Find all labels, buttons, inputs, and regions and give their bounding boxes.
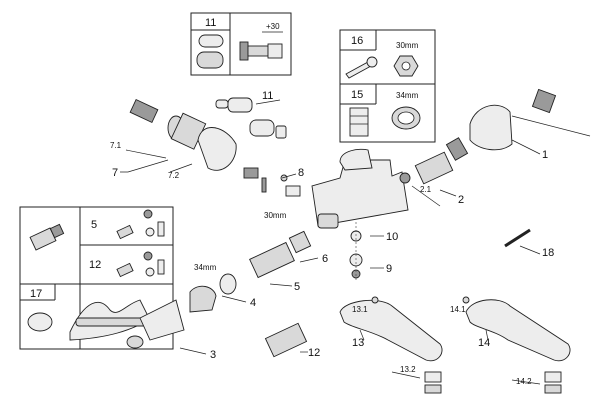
flow-handle-assembly [414, 88, 591, 185]
callout-8: 8 [298, 167, 304, 179]
callout-6: 6 [322, 253, 328, 265]
spout-14 [462, 296, 571, 394]
inset-label-11: 11 [205, 17, 216, 29]
mounting-rod [504, 228, 531, 248]
callout-14-2: 14.2 [516, 377, 532, 386]
cartridge-icon [349, 107, 369, 137]
callout-7-1: 7.1 [110, 141, 122, 150]
nut-icon [393, 55, 419, 77]
lower-cartridges [126, 230, 312, 358]
wrench-icon [345, 56, 378, 79]
valve-parts-icon-b [116, 251, 165, 278]
inset-box-extension: 11 +30 [190, 12, 292, 76]
extension-section-icon [239, 31, 283, 61]
callout-1: 1 [542, 149, 548, 161]
callout-18: 18 [542, 247, 554, 259]
small-fittings [261, 174, 301, 197]
ring-icon [391, 106, 421, 130]
callout-11: 11 [262, 90, 273, 102]
valve-parts-icon-a [116, 209, 165, 240]
callout-10: 10 [386, 231, 398, 243]
cleaning-hand-icon [69, 299, 151, 341]
inset-box-spares: 5 12 17 [19, 206, 174, 350]
callout-13: 13 [352, 337, 364, 349]
callout-12: 12 [308, 347, 320, 359]
thermostat-body [311, 148, 411, 229]
wrench-dim: 30mm [396, 41, 419, 50]
dim-30mm: 30mm [264, 211, 287, 220]
callout-14-1: 14.1 [450, 305, 466, 314]
spout-13 [339, 296, 443, 394]
inset-label-15: 15 [351, 89, 363, 101]
callout-4: 4 [250, 297, 256, 309]
inset-label-17: 17 [30, 288, 42, 300]
inset-label-5: 5 [91, 219, 97, 231]
callout-5: 5 [294, 281, 300, 293]
extension-sleeve-icon [196, 34, 224, 69]
callout-13-1: 13.1 [352, 305, 368, 314]
check-valve-icon [29, 223, 65, 251]
callout-2: 2 [458, 194, 464, 206]
callout-14: 14 [478, 337, 490, 349]
inset-box-tools: 16 30mm 15 34mm [339, 29, 436, 143]
ring-dim: 34mm [396, 91, 419, 100]
callouts: 11 1 2 2.1 3 4 5 6 7 7.1 7.2 8 9 10 12 1… [110, 90, 554, 386]
cleaning-cloth-icon [27, 312, 53, 332]
callout-13-2: 13.2 [400, 365, 416, 374]
dim-34mm: 34mm [194, 263, 217, 272]
leader-lines [120, 99, 541, 385]
callout-3: 3 [210, 349, 216, 361]
inset-label-12: 12 [89, 259, 101, 271]
callout-7: 7 [112, 167, 118, 179]
callout-2-1: 2.1 [420, 185, 432, 194]
extension-dim: +30 [266, 22, 280, 31]
inset-label-16: 16 [351, 35, 363, 47]
extension-set-parts [215, 97, 287, 139]
temperature-handle-assembly [129, 98, 259, 179]
callout-9: 9 [386, 263, 392, 275]
callout-7-2: 7.2 [168, 171, 180, 180]
